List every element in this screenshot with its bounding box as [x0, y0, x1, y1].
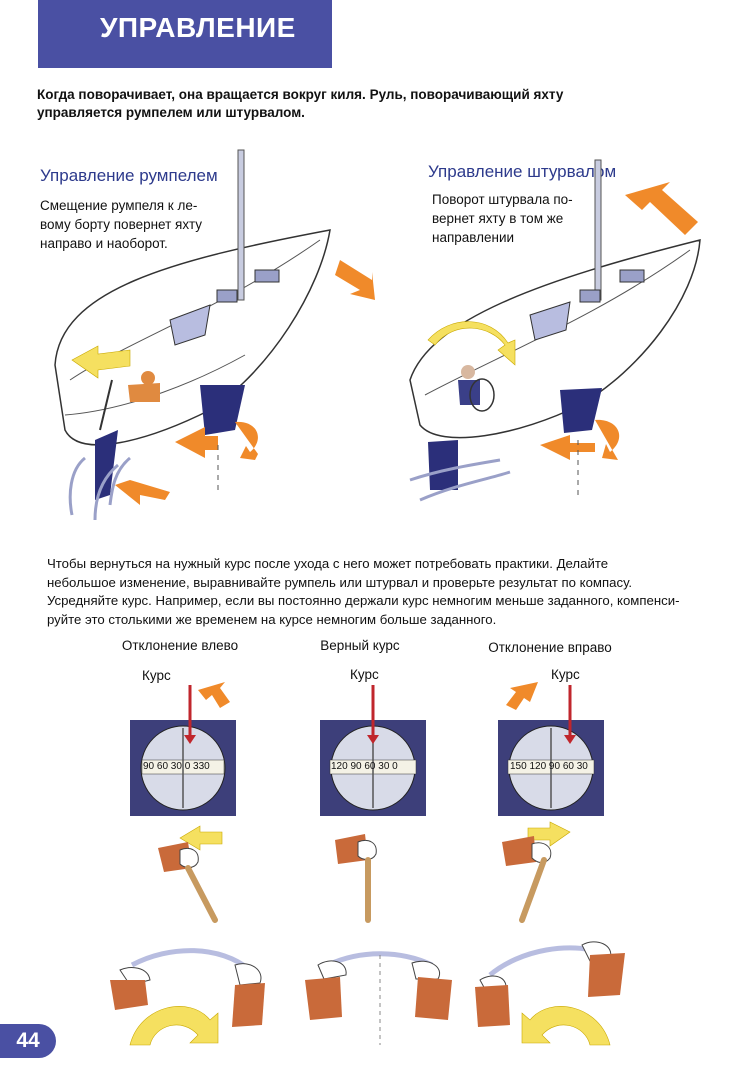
- tiller-line: направо и наоборот.: [40, 236, 168, 251]
- kurs-label-left: Курс: [142, 668, 171, 683]
- compass-scale-left: 90 60 30 0 330: [143, 761, 210, 772]
- orange-arrow-wake: [115, 480, 170, 505]
- tiller-hand-left: [158, 825, 223, 923]
- paragraph-line: Чтобы вернуться на нужный курс после ухо…: [47, 556, 609, 571]
- wheel-boat-illustration: [409, 159, 701, 502]
- orange-arrow-right-compass: [506, 682, 538, 710]
- tiller-hand-center: [335, 834, 377, 923]
- paragraph-line: Усредняйте курс. Например, если вы посто…: [47, 593, 680, 608]
- wheel-title: Управление штурвалом: [428, 162, 617, 181]
- wheel-line: Поворот штурвала по-: [432, 192, 573, 207]
- tiller-line: Смещение румпеля к ле-: [40, 198, 198, 213]
- page-number: 44: [0, 1024, 56, 1058]
- tiller-title: Управление румпелем: [40, 166, 218, 185]
- paragraph-line: небольшое изменение, выравнивайте румпел…: [47, 574, 633, 590]
- column-label-center: Верный курс: [320, 638, 400, 653]
- paragraph-line: руйте это столькими же временем на курсе…: [47, 611, 497, 627]
- keel-right: [560, 388, 602, 433]
- orange-arrow-bottom: [175, 427, 218, 458]
- rudder-left: [95, 430, 118, 500]
- orange-arrow-up: [625, 182, 698, 235]
- keel-left: [200, 385, 245, 435]
- wheel-hands-left: [110, 948, 265, 1046]
- kurs-label-right: Курс: [551, 667, 580, 682]
- orange-arrow-right: [335, 260, 375, 300]
- title-bar: [38, 0, 332, 68]
- compass-scale-center: 120 90 60 30 0: [331, 761, 398, 772]
- rudder-right: [428, 440, 458, 490]
- kurs-label-center: Курс: [350, 667, 379, 682]
- compass-left: [130, 682, 236, 816]
- yellow-curved-arrow-left: [129, 1006, 219, 1046]
- intro-text: Когда поворачивает, она вращается вокруг…: [37, 87, 564, 120]
- instruction-paragraph: Чтобы вернуться на нужный курс после ухо…: [47, 555, 737, 629]
- yellow-curved-arrow: [427, 321, 516, 366]
- yellow-arrow-tiller-left: [179, 825, 223, 851]
- yellow-arrow-tiller-right: [527, 821, 571, 847]
- page-title: УПРАВЛЕНИЕ: [100, 12, 296, 43]
- tiller-hand-right: [502, 821, 571, 923]
- wheel-line: направлении: [432, 230, 515, 245]
- wheel-hands-right: [475, 941, 625, 1046]
- orange-arrow-stern: [540, 435, 595, 460]
- yellow-curved-arrow-right: [521, 1006, 611, 1046]
- compass-scale-right: 150 120 90 60 30: [510, 761, 588, 772]
- orange-arrow-left-compass: [198, 682, 230, 708]
- boat-hull-right: [409, 239, 701, 439]
- yellow-arrow-left: [71, 345, 131, 379]
- column-label-right: Отклонение вправо: [488, 640, 612, 655]
- column-label-left: Отклонение влево: [121, 638, 239, 653]
- tiller-line: вому борту повернет яхту: [40, 217, 203, 232]
- wheel-description: Поворот штурвала по- вернет яхту в том ж…: [432, 190, 573, 247]
- tiller-description: Смещение румпеля к ле- вому борту поверн…: [40, 196, 202, 253]
- tiller-boat-illustration: [54, 149, 375, 521]
- wheel-hands-center: [305, 951, 452, 1045]
- wheel-line: вернет яхту в том же: [432, 211, 564, 226]
- compass-center: [320, 685, 426, 816]
- compass-right: [498, 682, 604, 816]
